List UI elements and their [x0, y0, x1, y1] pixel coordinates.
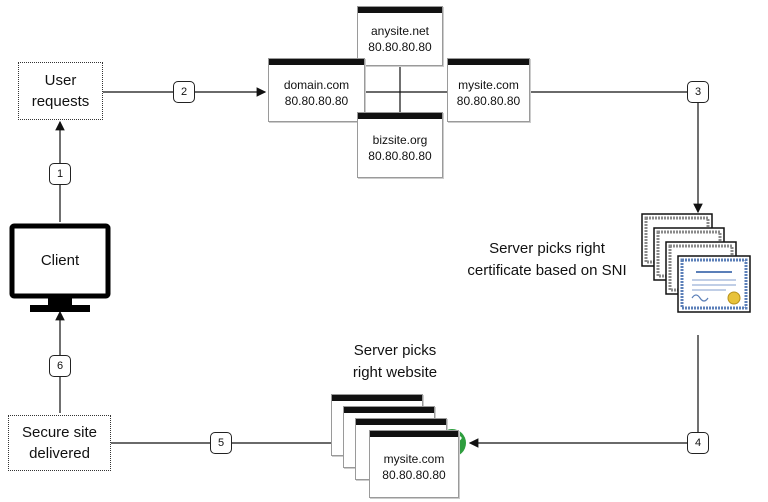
- server-window-domain: domain.com 80.80.80.80: [268, 58, 365, 122]
- website-result-window: mysite.com 80.80.80.80: [369, 430, 459, 498]
- monitor-icon: [9, 223, 111, 312]
- server-window-mysite: mysite.com 80.80.80.80: [447, 58, 530, 122]
- site-ip: 80.80.80.80: [382, 468, 446, 482]
- window-titlebar: [269, 59, 364, 65]
- secure-site-box: Secure site delivered: [8, 415, 111, 471]
- site-name: mysite.com: [458, 78, 519, 92]
- secure-site-line1: Secure site: [21, 424, 98, 441]
- user-requests-line1: User: [44, 72, 77, 89]
- website-caption-line1: Server picks: [353, 342, 437, 359]
- user-requests-box: User requests: [18, 62, 103, 120]
- site-name: domain.com: [283, 78, 350, 92]
- step-badge-5: 5: [210, 432, 232, 454]
- certificate-caption-line1: Server picks right: [489, 240, 605, 257]
- site-name: anysite.net: [370, 24, 430, 38]
- step-badge-1: 1: [49, 163, 71, 185]
- website-caption: Server picks right website: [336, 340, 454, 384]
- site-ip: 80.80.80.80: [368, 40, 432, 54]
- server-window-anysite: anysite.net 80.80.80.80: [357, 6, 443, 66]
- server-window-bizsite: bizsite.org 80.80.80.80: [357, 112, 443, 178]
- certificate-caption: Server picks right certificate based on …: [462, 238, 632, 282]
- site-name: bizsite.org: [372, 133, 428, 147]
- step-badge-6: 6: [49, 355, 71, 377]
- certificate-stack-icon: [641, 213, 751, 313]
- window-titlebar: [448, 59, 529, 65]
- site-ip: 80.80.80.80: [456, 94, 521, 108]
- certificate-caption-line2: certificate based on SNI: [467, 262, 627, 279]
- window-titlebar: [370, 431, 458, 437]
- site-ip: 80.80.80.80: [368, 149, 432, 163]
- user-requests-line2: requests: [31, 93, 90, 110]
- arrow-4: [468, 335, 699, 448]
- secure-site-line2: delivered: [29, 445, 90, 462]
- window-titlebar: [358, 7, 442, 13]
- website-caption-line2: right website: [352, 364, 438, 381]
- step-badge-4: 4: [687, 432, 709, 454]
- window-titlebar: [358, 113, 442, 119]
- client-label: Client: [40, 252, 80, 269]
- step-badge-2: 2: [173, 81, 195, 103]
- step-badge-3: 3: [687, 81, 709, 103]
- site-name: mysite.com: [383, 452, 445, 466]
- site-ip: 80.80.80.80: [284, 94, 349, 108]
- arrow-3: [530, 91, 703, 214]
